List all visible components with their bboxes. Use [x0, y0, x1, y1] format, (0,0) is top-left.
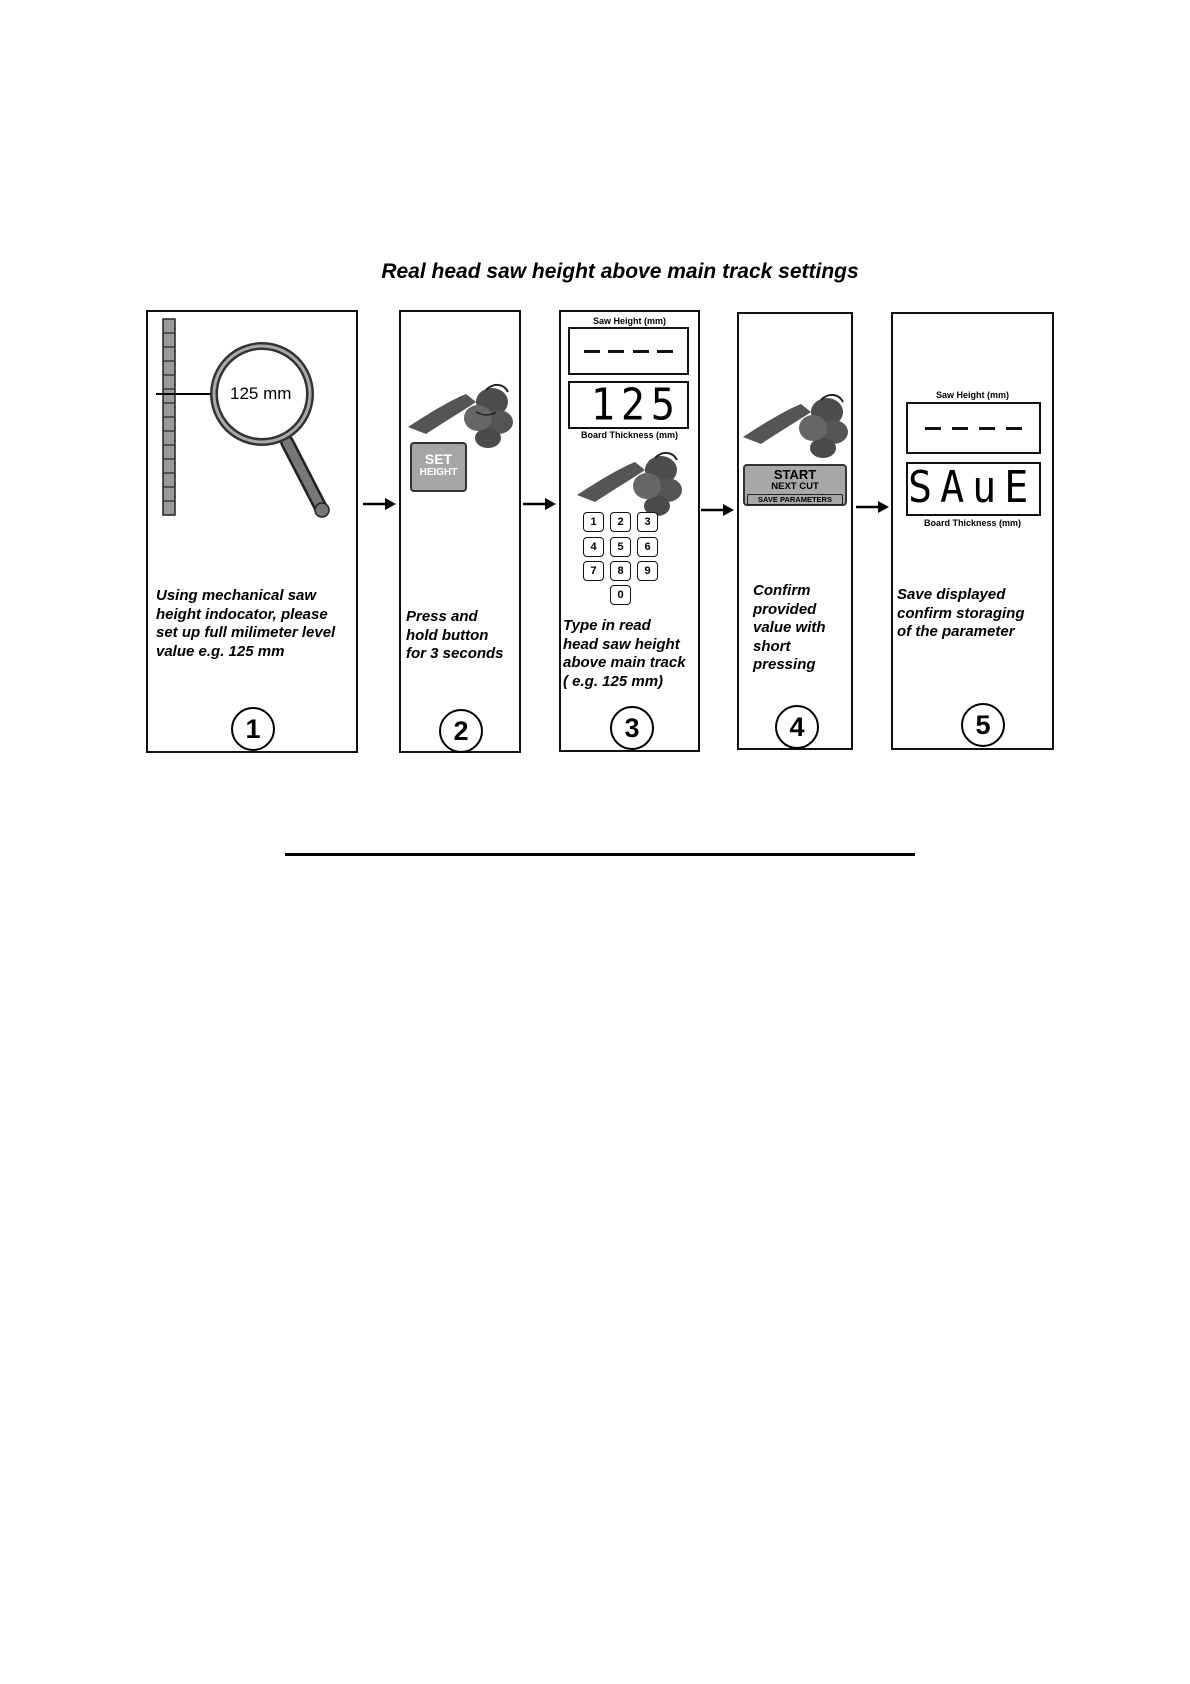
step-1-panel: 125 mm Using mechanical saw height indoc…	[146, 310, 358, 753]
board-thickness-value: 125	[590, 379, 681, 431]
next-cut-label: NEXT CUT	[771, 481, 819, 492]
keypad-key-1[interactable]: 1	[583, 512, 604, 532]
keypad-key-0[interactable]: 0	[610, 585, 631, 605]
step-3-caption: Type in read head saw height above main …	[563, 617, 686, 690]
board-thickness-display: SAuE	[906, 462, 1041, 516]
step-4-caption: Confirm provided value with short pressi…	[753, 582, 826, 673]
saw-height-display	[568, 327, 689, 375]
board-thickness-label: Board Thickness (mm)	[923, 518, 1022, 528]
start-next-cut-button[interactable]: START NEXT CUT SAVE PARAMETERS	[743, 464, 847, 506]
set-height-line1: SET	[424, 451, 453, 467]
keypad-key-9[interactable]: 9	[637, 561, 658, 581]
board-thickness-value: SAuE	[908, 462, 1037, 514]
board-thickness-display: 125	[568, 381, 689, 429]
step-5-caption: Save displayed confirm storaging of the …	[897, 586, 1025, 640]
start-label: START	[773, 467, 817, 482]
arrow-right-icon	[363, 498, 396, 510]
keypad-key-2[interactable]: 2	[610, 512, 631, 532]
step-3-panel: Saw Height (mm) 125 Board Thickness (mm)…	[559, 310, 700, 752]
pointing-hand-icon	[743, 394, 848, 458]
keypad-key-6[interactable]: 6	[637, 537, 658, 557]
set-height-button[interactable]: SET HEIGHT	[410, 442, 467, 492]
step-4-number: 4	[775, 705, 819, 749]
step-2-number: 2	[439, 709, 483, 753]
save-parameters-label: SAVE PARAMETERS	[747, 494, 843, 505]
saw-height-display	[906, 402, 1041, 454]
keypad-key-5[interactable]: 5	[610, 537, 631, 557]
step-5-number: 5	[961, 703, 1005, 747]
step-5-panel: Saw Height (mm) SAuE Board Thickness (mm…	[891, 312, 1054, 750]
keypad-key-7[interactable]: 7	[583, 561, 604, 581]
arrow-right-icon	[701, 504, 734, 516]
keypad-key-8[interactable]: 8	[610, 561, 631, 581]
step-1-number: 1	[231, 707, 275, 751]
step-1-caption: Using mechanical saw height indocator, p…	[156, 587, 336, 660]
saw-height-label: Saw Height (mm)	[935, 390, 1009, 400]
ruler-icon	[162, 318, 176, 516]
step-3-number: 3	[610, 706, 654, 750]
keypad-key-4[interactable]: 4	[583, 537, 604, 557]
saw-height-label: Saw Height (mm)	[592, 316, 666, 326]
step-4-panel: START NEXT CUT SAVE PARAMETERS Confirm p…	[737, 312, 853, 750]
step-2-caption: Press and hold button for 3 seconds	[406, 608, 504, 662]
page-title: Real head saw height above main track se…	[381, 260, 859, 283]
arrow-right-icon	[856, 501, 889, 513]
magnifier-icon	[156, 342, 330, 518]
keypad-key-3[interactable]: 3	[637, 512, 658, 532]
board-thickness-label: Board Thickness (mm)	[580, 430, 679, 440]
pointing-hand-icon	[408, 384, 513, 448]
arrow-right-icon	[523, 498, 556, 510]
section-divider	[285, 853, 915, 856]
magnifier-reading: 125 mm	[230, 384, 292, 403]
pointing-hand-icon	[577, 452, 682, 516]
set-height-line2: HEIGHT	[419, 467, 458, 478]
step-2-panel: SET HEIGHT Press and hold button for 3 s…	[399, 310, 521, 753]
